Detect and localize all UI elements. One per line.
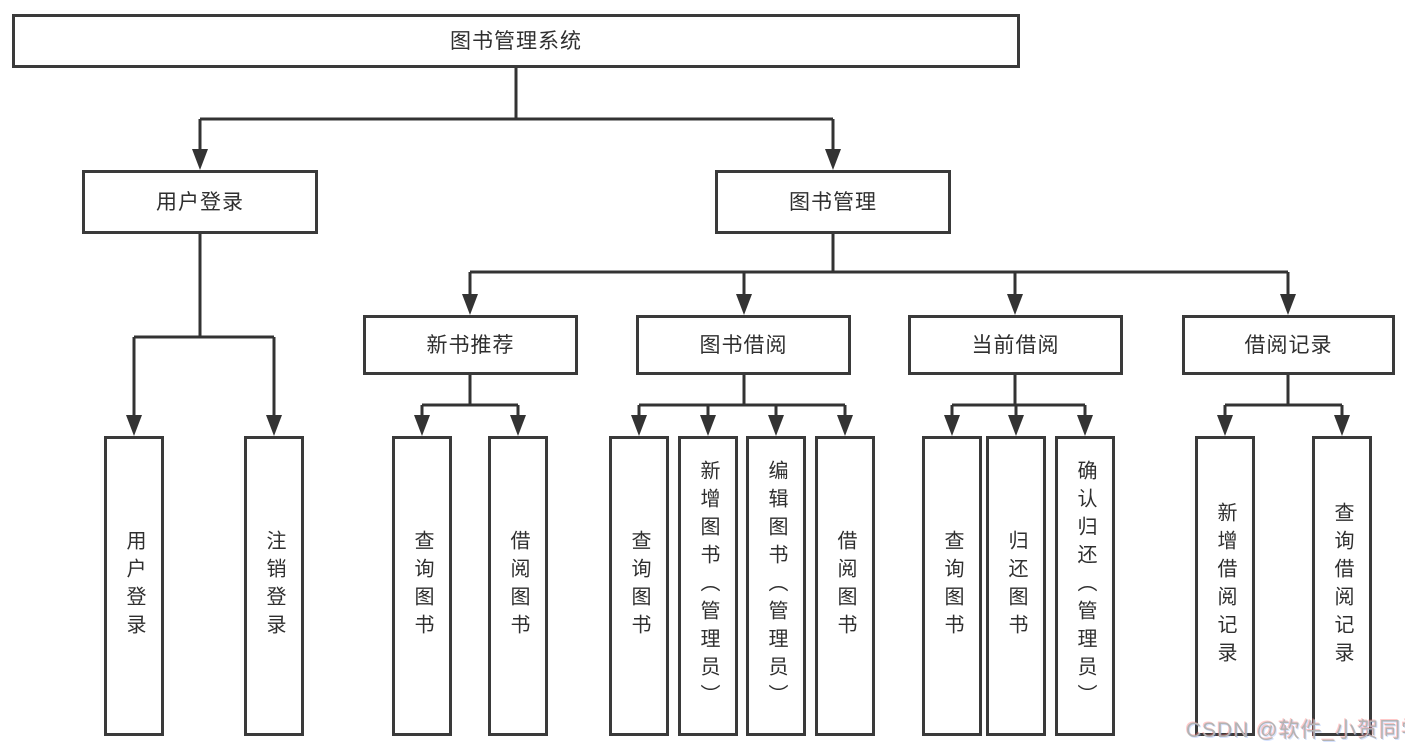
leaf-return-book: 归还图书 xyxy=(986,436,1046,736)
leaf-query-books-current: 查询图书 xyxy=(922,436,982,736)
leaf-query-borrow-record: 查询借阅记录 xyxy=(1312,436,1372,736)
leaf-borrow-books-borrowing: 借阅图书 xyxy=(815,436,875,736)
leaf-query-books-borrowing: 查询图书 xyxy=(609,436,669,736)
node-book-management: 图书管理 xyxy=(715,170,951,234)
leaf-add-book-admin: 新增图书（管理员） xyxy=(678,436,738,736)
leaf-confirm-return-admin: 确认归还（管理员） xyxy=(1055,436,1115,736)
node-user-login: 用户登录 xyxy=(82,170,318,234)
leaf-add-borrow-record: 新增借阅记录 xyxy=(1195,436,1255,736)
csdn-watermark: CSDN @软件_小贺同学 xyxy=(1186,719,1405,742)
node-book-borrowing: 图书借阅 xyxy=(636,315,851,375)
leaf-edit-book-admin: 编辑图书（管理员） xyxy=(746,436,806,736)
node-borrowing-records: 借阅记录 xyxy=(1182,315,1395,375)
leaf-borrow-books-recommend: 借阅图书 xyxy=(488,436,548,736)
node-library-management-system: 图书管理系统 xyxy=(12,14,1020,68)
node-new-book-recommendation: 新书推荐 xyxy=(363,315,578,375)
leaf-user-login: 用户登录 xyxy=(104,436,164,736)
leaf-query-books-recommend: 查询图书 xyxy=(392,436,452,736)
node-current-borrowing: 当前借阅 xyxy=(908,315,1123,375)
leaf-logout: 注销登录 xyxy=(244,436,304,736)
